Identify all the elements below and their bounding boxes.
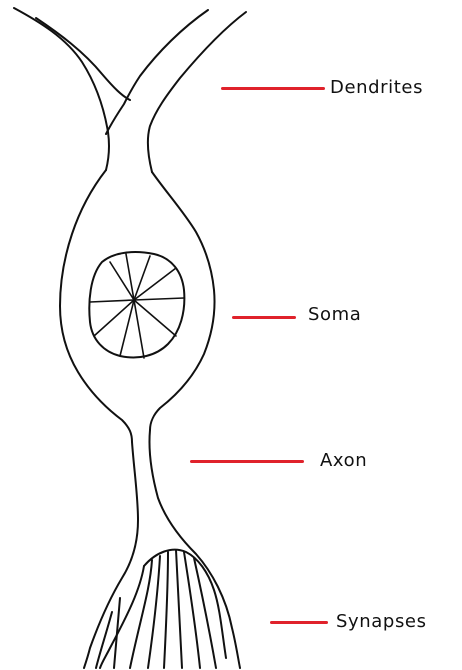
nucleus-outline: [89, 252, 184, 357]
dendrites-drawing: [14, 8, 246, 172]
axon-drawing: [84, 430, 240, 668]
soma-left-edge: [60, 170, 132, 442]
dendrites-label: Dendrites: [330, 79, 423, 97]
axon-label: Axon: [320, 452, 367, 470]
synapses-label: Synapses: [336, 613, 427, 631]
soma-leader: [232, 316, 296, 319]
dendrite-left-outer: [14, 8, 109, 170]
nucleus-drawing: [89, 252, 184, 358]
dendrites-leader: [221, 87, 325, 90]
axon-left-edge: [84, 442, 138, 668]
soma-drawing: [60, 170, 215, 442]
soma-label: Soma: [308, 306, 361, 324]
dendrite-right-outer: [148, 12, 246, 172]
synapses-leader: [270, 621, 328, 624]
dendrite-right-inner: [106, 10, 208, 134]
soma-right-edge: [150, 172, 215, 430]
axon-leader: [190, 460, 304, 463]
